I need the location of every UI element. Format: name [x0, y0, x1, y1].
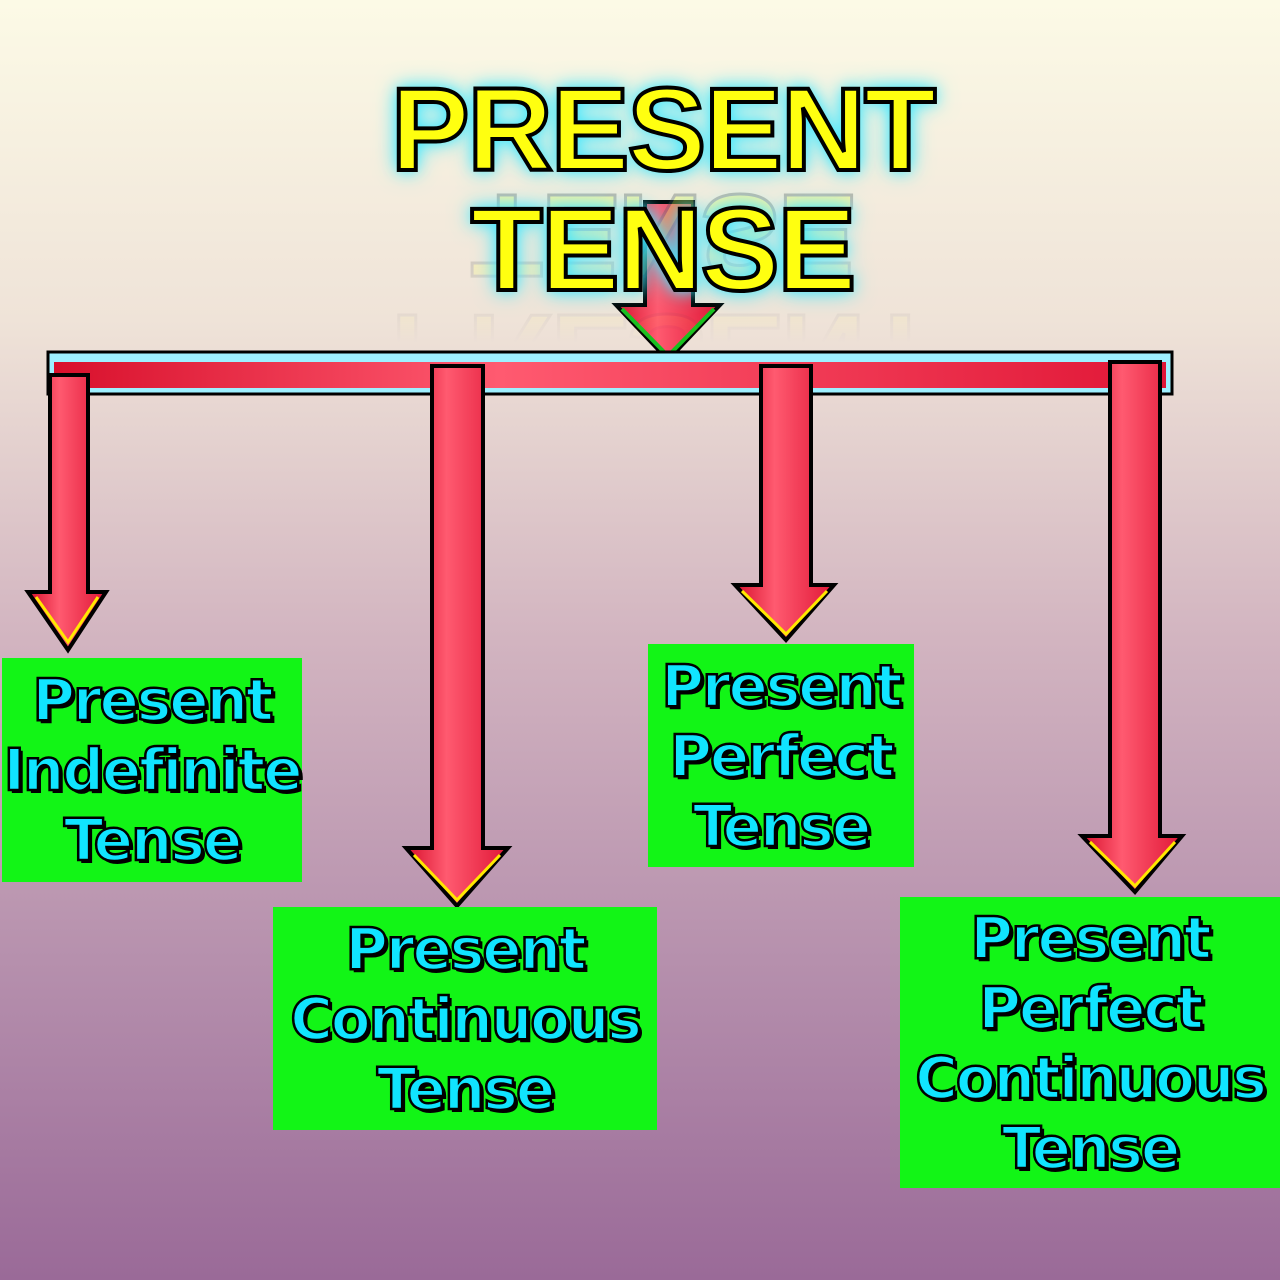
- box-line: Present: [969, 902, 1213, 973]
- box-line: Tense: [1001, 1112, 1182, 1183]
- arrow-indefinite: [24, 373, 110, 654]
- box-line: Continuous: [914, 1042, 1268, 1113]
- box-line: Perfect: [977, 972, 1205, 1043]
- box-line: Present: [660, 650, 904, 721]
- arrow-perfect-continuous: [1077, 360, 1187, 896]
- horizontal-bar: [46, 350, 1174, 396]
- title: PRESENT TENSE: [389, 64, 938, 316]
- box-present-perfect-continuous: Present Perfect Continuous Tense: [900, 897, 1280, 1188]
- box-line: Perfect: [668, 720, 896, 791]
- arrow-continuous: [401, 364, 513, 910]
- box-present-perfect: Present Perfect Tense: [648, 644, 914, 867]
- box-line: Continuous: [289, 983, 643, 1054]
- box-line: Present: [344, 913, 588, 984]
- box-present-indefinite: Present Indefinite Tense: [2, 658, 304, 882]
- box-line: Present: [31, 665, 275, 736]
- box-line: Tense: [692, 790, 873, 861]
- box-present-continuous: Present Continuous Tense: [273, 907, 657, 1130]
- box-line: Tense: [376, 1053, 557, 1124]
- box-line: Indefinite: [2, 735, 304, 806]
- box-line: Tense: [63, 805, 244, 876]
- arrow-perfect: [730, 364, 839, 643]
